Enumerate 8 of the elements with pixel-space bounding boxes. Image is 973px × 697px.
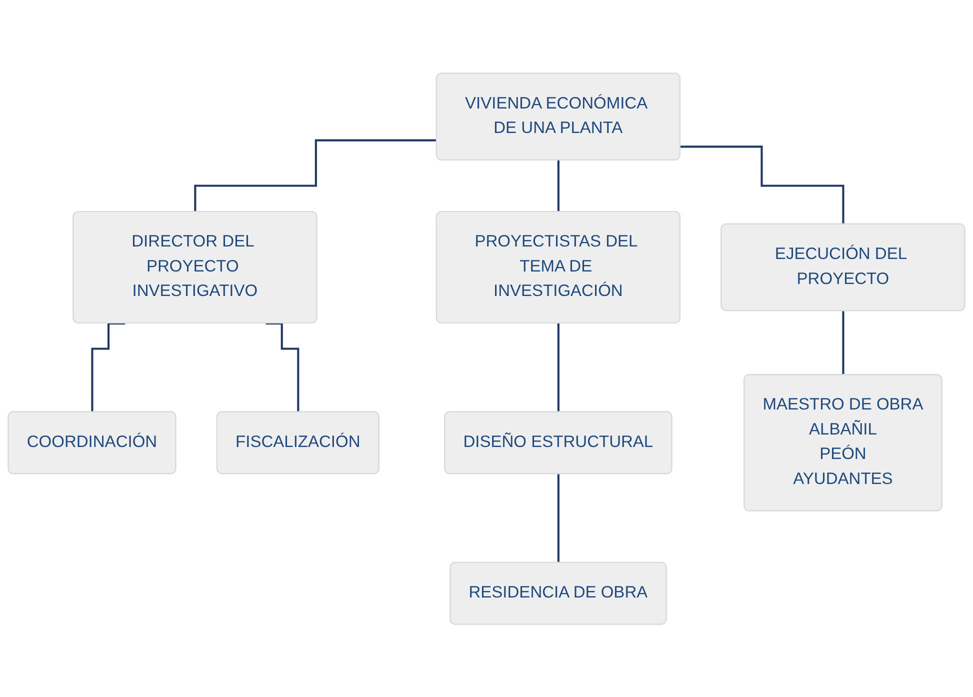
connector: [680, 145, 845, 226]
connector: [194, 138, 437, 213]
connector: [266, 322, 300, 413]
connector: [557, 322, 560, 413]
connector: [557, 472, 560, 564]
connector: [557, 159, 560, 213]
connector: [91, 322, 126, 413]
connector: [842, 310, 844, 376]
